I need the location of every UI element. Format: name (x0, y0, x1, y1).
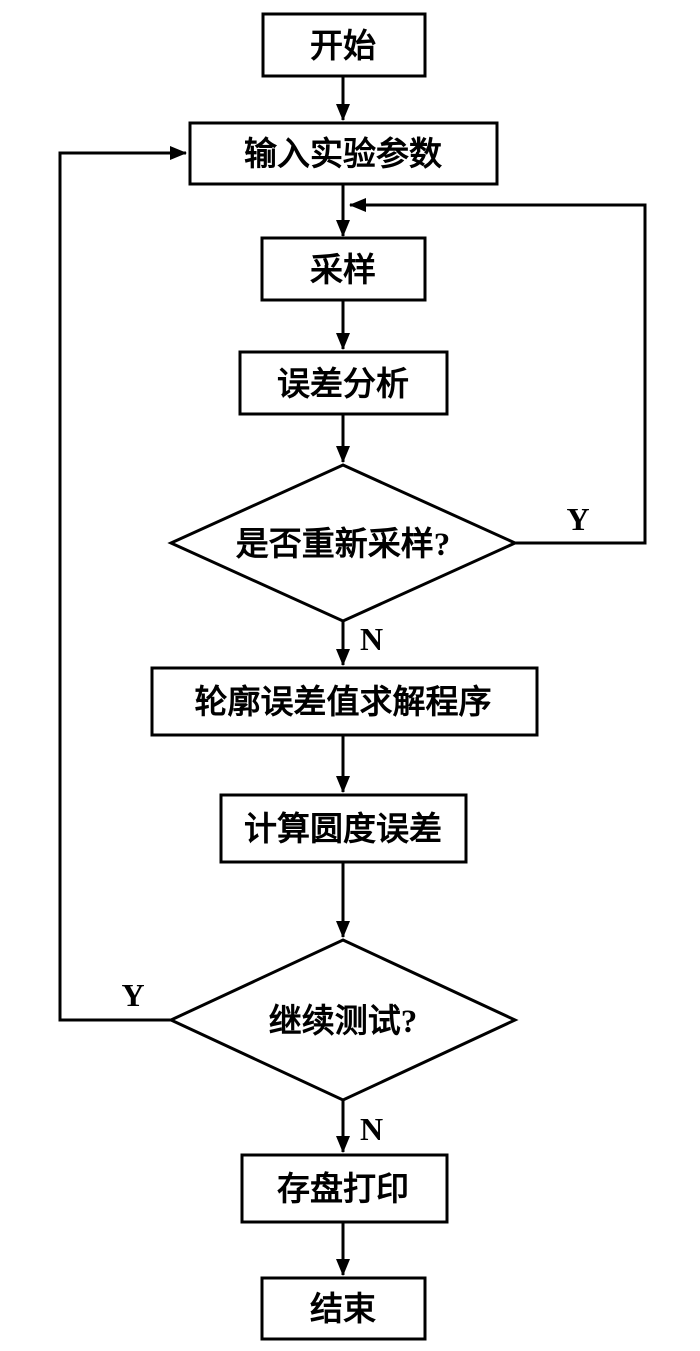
node-sampling-label: 采样 (310, 252, 376, 289)
resample-yes-label: Y (566, 501, 589, 537)
node-sampling (260, 236, 427, 302)
continue-yes-label: Y (121, 977, 144, 1013)
connectors (58, 76, 647, 1276)
node-resample-decision-label: 是否重新采样? (236, 526, 451, 563)
node-save-print-label: 存盘打印 (277, 1170, 409, 1208)
nodes (150, 12, 539, 1341)
node-continue-decision-label: 继续测试? (269, 1003, 418, 1040)
node-contour-solver-label: 轮廓误差值求解程序 (195, 684, 492, 721)
node-roundness-calc-label: 计算圆度误差 (244, 810, 442, 848)
edge-continue-yes-loop (58, 146, 187, 1022)
resample-no-label: N (360, 621, 383, 657)
node-save-print (240, 1153, 449, 1224)
node-resample-decision (167, 463, 519, 623)
node-end-label: 结束 (310, 1291, 376, 1328)
node-start-label: 开始 (310, 28, 376, 65)
node-error-analysis-label: 误差分析 (277, 366, 409, 403)
node-start (261, 12, 427, 78)
branch-labels: Y N Y N (121, 501, 589, 1147)
edge-resample-yes-loop (349, 198, 647, 545)
node-contour-solver (150, 666, 539, 737)
node-input-params (188, 121, 499, 186)
node-continue-decision (167, 938, 519, 1102)
continue-no-label: N (360, 1111, 383, 1147)
node-end (260, 1276, 427, 1341)
node-input-params-label: 输入实验参数 (244, 135, 443, 173)
node-labels: 开始 输入实验参数 采样 误差分析 是否重新采样? 轮廓误差值求解程序 计算圆度… (195, 28, 492, 1328)
node-roundness-calc (219, 793, 468, 864)
node-error-analysis (238, 350, 449, 416)
